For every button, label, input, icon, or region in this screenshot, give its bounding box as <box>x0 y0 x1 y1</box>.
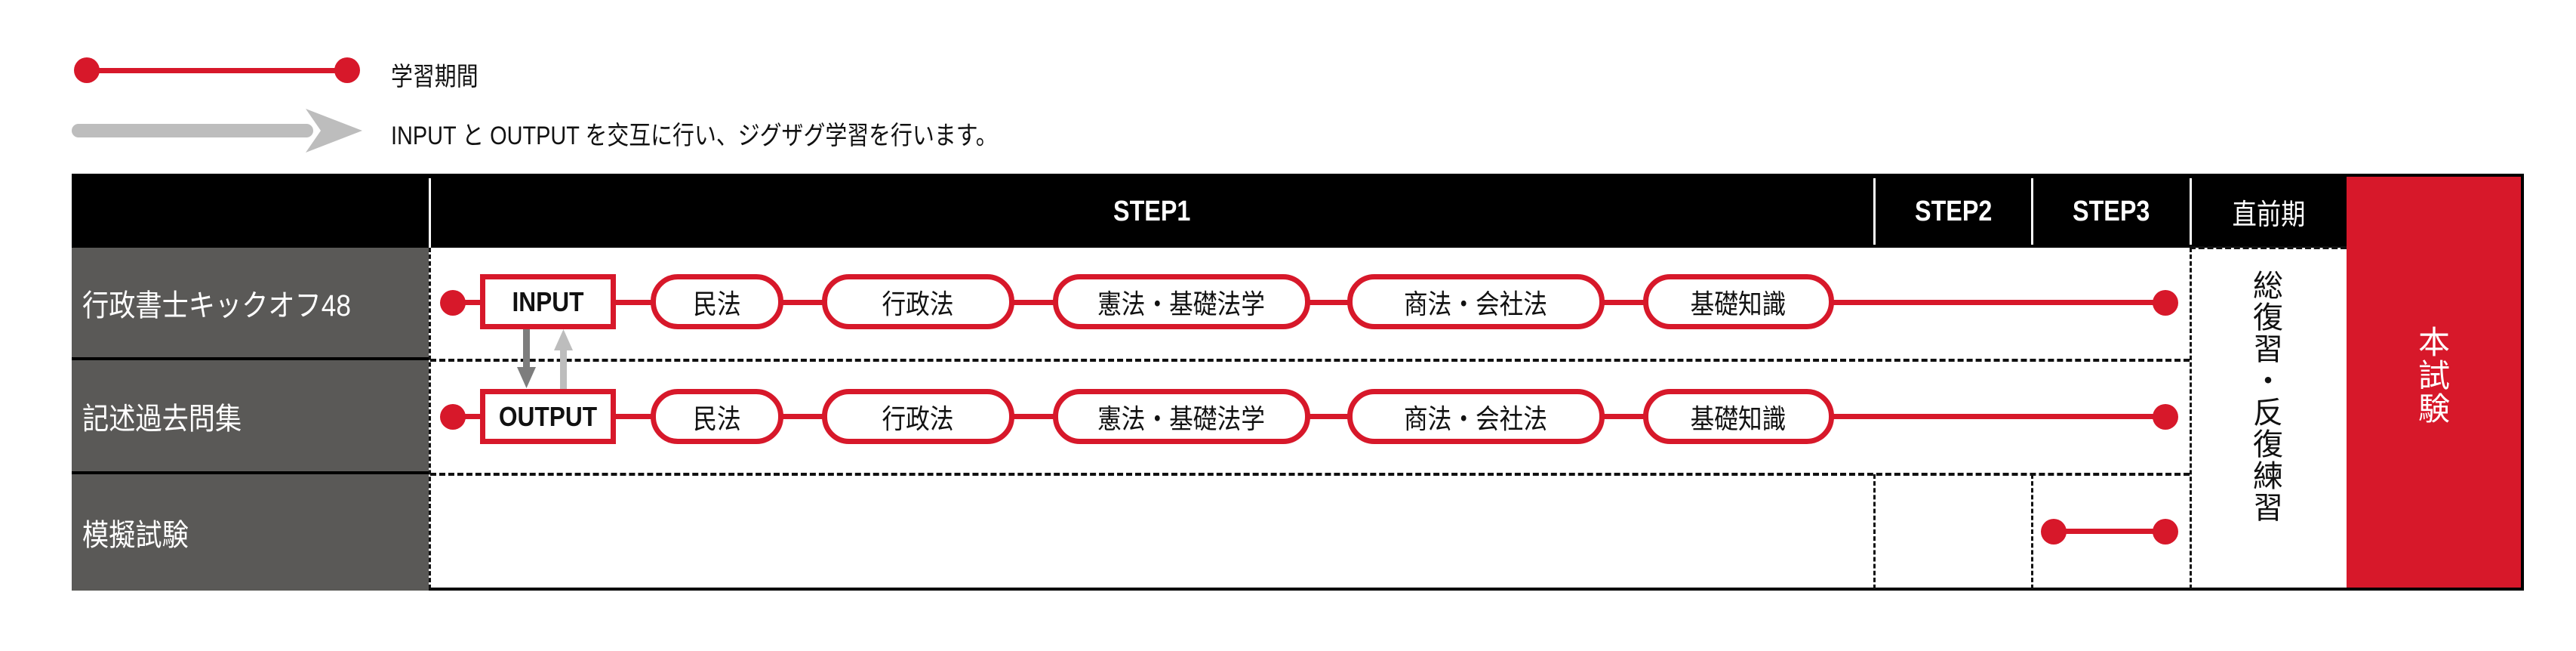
grid-line <box>430 359 2190 362</box>
row-label-kickoff: 行政書士キックオフ48 <box>72 248 429 360</box>
header-step2: STEP2 <box>1873 178 2031 245</box>
output-box: OUTPUT <box>480 389 616 444</box>
start-dot <box>440 290 466 316</box>
row-label-mock: 模擬試験 <box>72 474 429 591</box>
subject-pill: 憲法・基礎法学 <box>1053 389 1310 444</box>
char: 復 <box>2253 301 2283 335</box>
row-label-written: 記述過去問集 <box>72 360 429 474</box>
char: 習 <box>2253 492 2283 525</box>
final-review-text: 総 復 習 ・ 反 復 練 習 <box>2245 270 2291 524</box>
subject-pill: 基礎知識 <box>1643 389 1834 444</box>
grid-line <box>429 248 431 589</box>
exam-column <box>2347 177 2521 588</box>
subject-pill: 行政法 <box>822 389 1014 444</box>
char: 験 <box>2418 391 2450 427</box>
grid-line <box>2190 248 2192 589</box>
exam-text: 本 試 験 <box>2411 326 2457 426</box>
header-divider <box>429 178 431 248</box>
zigzag-arrows-icon <box>517 329 573 390</box>
char: 練 <box>2253 460 2283 493</box>
subject-pill: 行政法 <box>822 274 1014 329</box>
end-dot <box>2153 290 2178 316</box>
gray-arrow-icon <box>72 109 362 153</box>
char: ・ <box>2253 365 2283 398</box>
char: 総 <box>2253 270 2283 303</box>
header-step3: STEP3 <box>2031 178 2190 245</box>
grid-line <box>1873 474 1876 589</box>
subject-pill: 憲法・基礎法学 <box>1053 274 1310 329</box>
header-final-period: 直前期 <box>2190 178 2347 245</box>
subject-pill: 基礎知識 <box>1643 274 1834 329</box>
subject-pill: 民法 <box>651 389 783 444</box>
end-dot <box>2153 404 2178 430</box>
legend-period-line <box>87 68 351 73</box>
start-dot <box>440 404 466 430</box>
grid-line <box>2031 474 2033 589</box>
legend-end-dot <box>334 57 360 83</box>
start-dot <box>2041 519 2067 545</box>
char: 反 <box>2253 396 2283 430</box>
header-step1: STEP1 <box>1113 195 1191 227</box>
subject-pill: 商法・会社法 <box>1347 274 1605 329</box>
char: 試 <box>2418 358 2450 394</box>
legend-start-dot <box>74 57 100 83</box>
legend-period-label: 学習期間 <box>391 63 479 91</box>
table-header <box>72 174 2347 248</box>
subject-pill: 商法・会社法 <box>1347 389 1605 444</box>
period-line <box>2054 529 2167 534</box>
end-dot <box>2153 519 2178 545</box>
char: 習 <box>2253 333 2283 366</box>
grid-line <box>430 473 2190 476</box>
subject-pill: 民法 <box>651 274 783 329</box>
grid-line <box>2190 246 2347 249</box>
legend-arrow-label: INPUT と OUTPUT を交互に行い、ジグザグ学習を行います。 <box>391 122 998 150</box>
char: 本 <box>2418 325 2450 360</box>
input-box: INPUT <box>480 274 616 329</box>
char: 復 <box>2253 428 2283 461</box>
